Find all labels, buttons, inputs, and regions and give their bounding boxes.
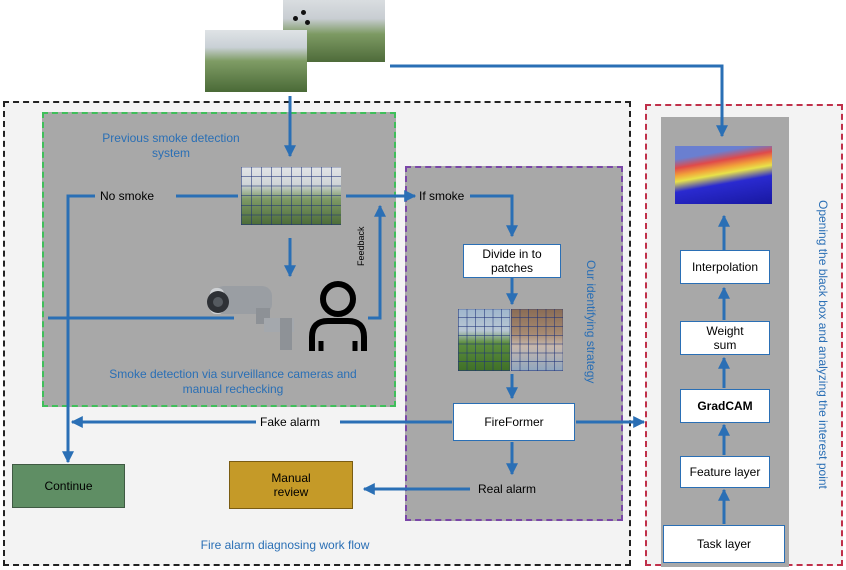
patch-grid-left [458, 309, 510, 371]
continue-node: Continue [12, 464, 125, 508]
workflow-caption: Fire alarm diagnosing work flow [200, 538, 370, 552]
grid-photo [241, 167, 341, 225]
if-smoke-label: If smoke [419, 189, 465, 203]
person-icon [309, 281, 367, 351]
divide-node: Divide in to patches [463, 244, 561, 278]
feature-layer-node: Feature layer [680, 456, 770, 488]
patch-grid-right [511, 309, 563, 371]
manual-review-node: Manual review [229, 461, 353, 509]
camera-icon [207, 286, 294, 350]
feedback-label: Feedback [356, 226, 366, 266]
no-smoke-label: No smoke [100, 189, 155, 203]
surveillance-caption: Smoke detection via surveillance cameras… [109, 367, 357, 396]
landscape-photo-icon [205, 30, 307, 92]
task-layer-node: Task layer [663, 525, 785, 563]
fake-alarm-label: Fake alarm [260, 415, 321, 429]
gradcam-node: GradCAM [680, 389, 770, 423]
previous-system-title: Previous smoke detection system [102, 131, 240, 160]
weight-sum-node: Weight sum [680, 321, 770, 355]
previous-system-panel [42, 112, 396, 407]
heatmap-icon [675, 146, 772, 204]
strategy-title: Our identifying strategy [584, 260, 598, 384]
real-alarm-label: Real alarm [478, 482, 537, 496]
blackbox-title: Opening the black box and analyzing the … [816, 200, 830, 489]
interpolation-node: Interpolation [680, 250, 770, 284]
fireformer-node: FireFormer [453, 403, 575, 441]
